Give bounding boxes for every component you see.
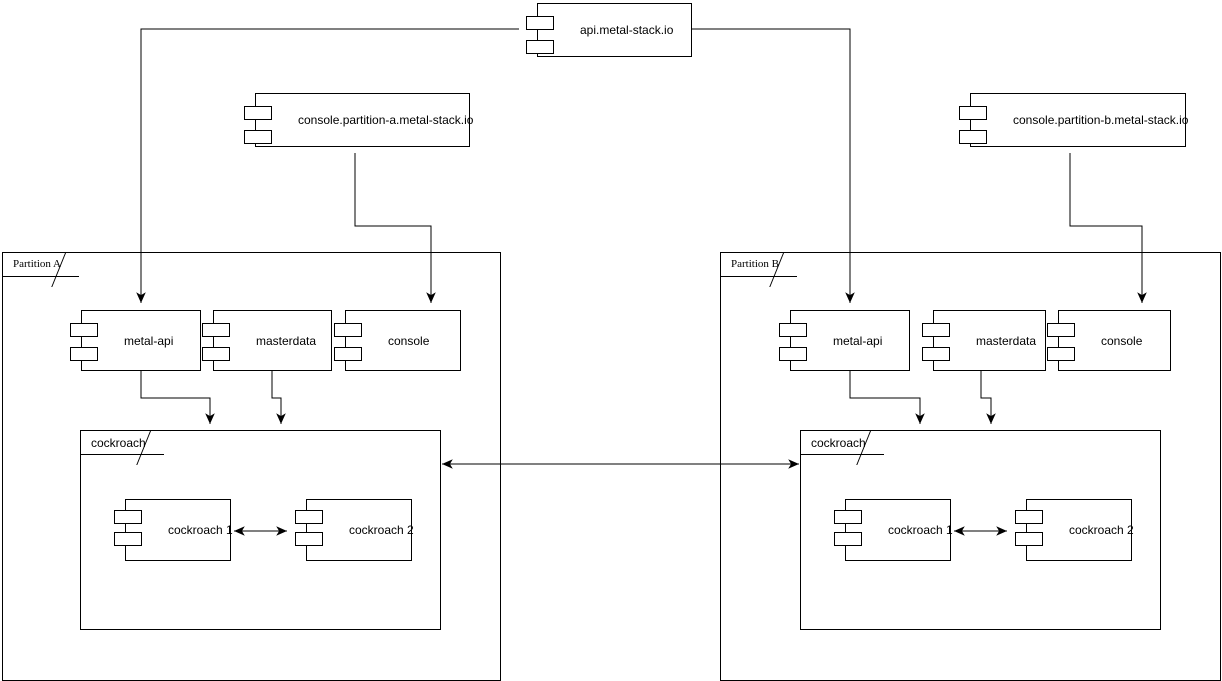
component-icon: [295, 510, 323, 524]
b-cockroach-tab: cockroach: [801, 431, 884, 455]
component-icon: [70, 323, 98, 337]
corner-fold-icon: [150, 431, 164, 455]
component-label: metal-api: [833, 333, 883, 348]
partition-a-label: Partition A: [13, 258, 61, 270]
a-cockroach-tab: cockroach: [81, 431, 164, 455]
a-cockroach-label: cockroach: [91, 435, 146, 450]
component-icon: [1047, 323, 1075, 337]
component-icon: [244, 130, 272, 144]
component-icon: [959, 130, 987, 144]
corner-fold-icon: [870, 431, 884, 455]
component-b-metal-api[interactable]: metal-api: [779, 310, 910, 371]
component-icon: [202, 347, 230, 361]
component-label: console.partition-b.metal-stack.io: [1013, 113, 1189, 127]
component-icon: [334, 323, 362, 337]
partition-a-tab: Partition A: [3, 253, 79, 277]
component-a-cockroach-1[interactable]: cockroach 1: [114, 499, 233, 561]
component-a-console[interactable]: console: [334, 310, 461, 371]
component-a-masterdata[interactable]: masterdata: [202, 310, 332, 371]
component-icon: [959, 106, 987, 120]
component-label: api.metal-stack.io: [580, 23, 674, 37]
b-cockroach-label: cockroach: [811, 435, 866, 450]
component-label: console: [1101, 333, 1143, 348]
component-icon: [202, 323, 230, 337]
component-console-partition-b[interactable]: console.partition-b.metal-stack.io: [959, 93, 1189, 147]
component-icon: [779, 323, 807, 337]
component-label: console.partition-a.metal-stack.io: [298, 113, 474, 127]
component-icon: [114, 510, 142, 524]
component-console-partition-a[interactable]: console.partition-a.metal-stack.io: [244, 93, 474, 147]
component-label: cockroach 2: [349, 523, 414, 537]
component-icon: [114, 532, 142, 546]
component-icon: [526, 16, 554, 30]
component-icon: [922, 347, 950, 361]
corner-fold-icon: [65, 253, 79, 277]
component-b-masterdata[interactable]: masterdata: [922, 310, 1046, 371]
component-icon: [779, 347, 807, 361]
component-label: metal-api: [124, 333, 174, 348]
component-label: cockroach 1: [168, 523, 233, 537]
component-icon: [834, 510, 862, 524]
component-icon: [334, 347, 362, 361]
component-a-cockroach-2[interactable]: cockroach 2: [295, 499, 414, 561]
component-icon: [70, 347, 98, 361]
component-icon: [1015, 510, 1043, 524]
component-label: cockroach 2: [1069, 523, 1134, 537]
component-icon: [295, 532, 323, 546]
partition-b-tab: Partition B: [721, 253, 797, 277]
component-api-metal-stack-io[interactable]: api.metal-stack.io: [526, 3, 692, 57]
component-icon: [834, 532, 862, 546]
component-icon: [526, 40, 554, 54]
b-cockroach-frame: cockroach: [800, 430, 1161, 630]
component-b-cockroach-2[interactable]: cockroach 2: [1015, 499, 1134, 561]
component-b-cockroach-1[interactable]: cockroach 1: [834, 499, 953, 561]
component-label: console: [388, 333, 430, 348]
component-a-metal-api[interactable]: metal-api: [70, 310, 201, 371]
component-icon: [244, 106, 272, 120]
a-cockroach-frame: cockroach: [80, 430, 441, 630]
component-icon: [1047, 347, 1075, 361]
component-icon: [922, 323, 950, 337]
component-label: masterdata: [256, 333, 317, 348]
component-b-console[interactable]: console: [1047, 310, 1171, 371]
corner-fold-icon: [783, 253, 797, 277]
component-icon: [1015, 532, 1043, 546]
partition-b-label: Partition B: [731, 258, 779, 270]
component-label: masterdata: [976, 333, 1037, 348]
component-label: cockroach 1: [888, 523, 953, 537]
